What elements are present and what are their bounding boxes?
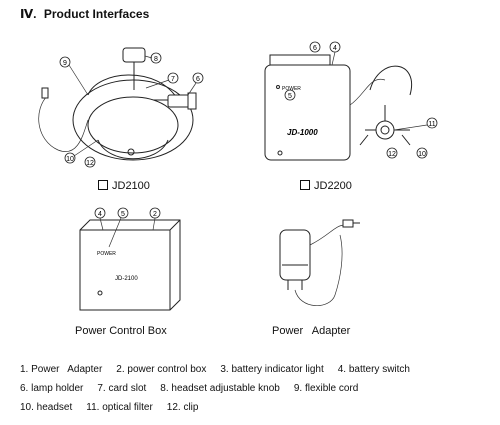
legend-item: 6. lamp holder xyxy=(20,383,84,394)
callout-label: 7 xyxy=(171,76,175,83)
jd2200-device-label: JD-1000 xyxy=(287,128,318,137)
jd2100-figure: 9 8 7 6 10 12 xyxy=(38,47,204,168)
callout-label: 10 xyxy=(66,156,74,163)
callout-label: 12 xyxy=(388,151,396,158)
legend-item: 1. Power Adapter xyxy=(20,364,103,375)
section-title-text: Product Interfaces xyxy=(43,7,150,21)
jd2200-caption: JD2200 xyxy=(300,180,352,192)
callout-label: 12 xyxy=(86,160,94,167)
legend-item: 3. battery indicator light xyxy=(220,364,324,375)
jd2200-figure: POWER JD-1000 6 4 5 11 12 10 xyxy=(264,41,438,161)
callout-label: 6 xyxy=(313,45,317,52)
checkbox-square-icon xyxy=(300,180,310,190)
callout-label: 4 xyxy=(333,45,337,52)
jd2100-caption: JD2100 xyxy=(98,180,150,192)
legend-item: 12. clip xyxy=(166,402,199,413)
parts-legend: 1. Power Adapter 2. power control box 3.… xyxy=(20,360,490,417)
control-box-device-label: JD-2100 xyxy=(115,276,138,282)
control-box-power-text: POWER xyxy=(97,251,116,257)
section-title: Ⅳ. Product Interfaces xyxy=(20,7,149,21)
callout-label: 4 xyxy=(98,211,102,218)
jd2200-power-text: POWER xyxy=(282,86,301,92)
legend-row: 10. headset 11. optical filter 12. clip xyxy=(20,398,490,417)
control-box-caption: Power Control Box xyxy=(75,325,167,337)
legend-item: 7. card slot xyxy=(97,383,147,394)
legend-item: 8. headset adjustable knob xyxy=(160,383,280,394)
callout-label: 11 xyxy=(428,121,435,128)
callout-label: 10 xyxy=(418,151,426,158)
callout-label: 9 xyxy=(63,60,67,67)
legend-row: 6. lamp holder 7. card slot 8. headset a… xyxy=(20,379,490,398)
legend-item: 4. battery switch xyxy=(337,364,410,375)
jd2100-callouts: 9 8 7 6 10 12 xyxy=(59,52,204,168)
legend-item: 9. flexible cord xyxy=(293,383,359,394)
legend-item: 11. optical filter xyxy=(86,402,153,413)
callout-label: 6 xyxy=(196,76,200,83)
callout-label: 8 xyxy=(154,56,158,63)
legend-item: 2. power control box xyxy=(116,364,207,375)
checkbox-square-icon xyxy=(98,180,108,190)
callout-label: 5 xyxy=(121,211,125,218)
section-number: Ⅳ. xyxy=(20,7,37,21)
adapter-caption: Power Adapter xyxy=(272,325,351,337)
callout-label: 2 xyxy=(153,211,157,218)
adapter-figure xyxy=(279,219,360,307)
control-box-figure: POWER JD-2100 4 5 2 xyxy=(79,207,181,311)
legend-row: 1. Power Adapter 2. power control box 3.… xyxy=(20,360,490,379)
legend-item: 10. headset xyxy=(20,402,73,413)
callout-label: 5 xyxy=(288,93,292,100)
